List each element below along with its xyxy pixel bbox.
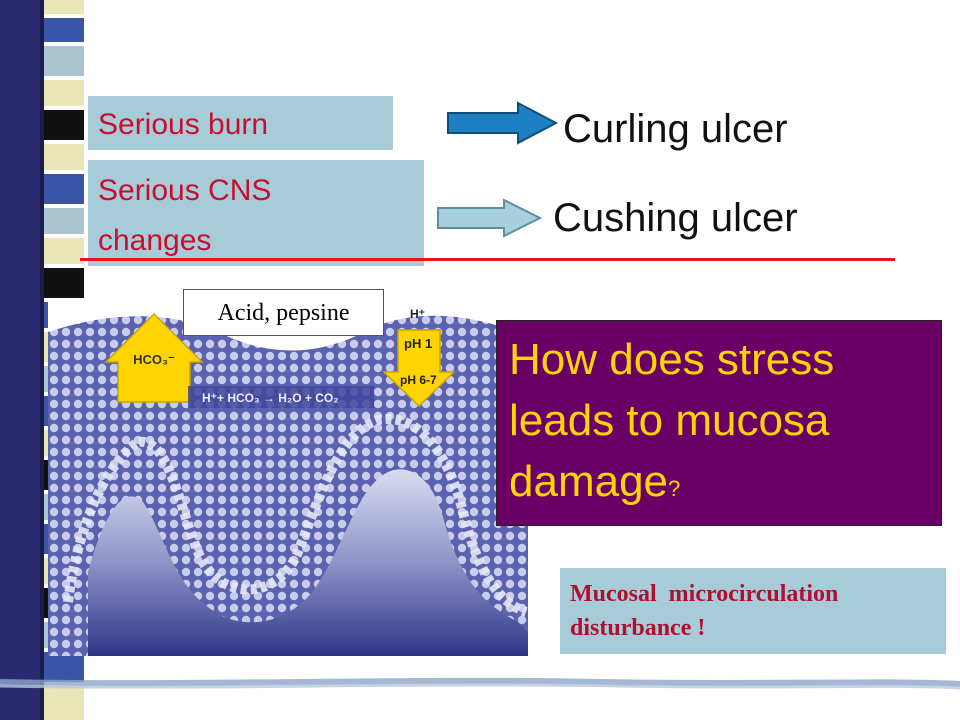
- arrow-right-icon: [437, 198, 543, 238]
- bottom-decorative-line: [0, 677, 960, 690]
- cause-serious-cns-changes: Serious CNS changes: [88, 160, 424, 266]
- ph67-label: pH 6-7: [400, 373, 437, 387]
- mucosa-diagram: HCO₃⁻ H⁺ pH 1 pH 6-7 H⁺+ HCO₃ → H₂O + CO…: [48, 302, 528, 656]
- cause-line-2: changes: [98, 224, 212, 257]
- cushing-ulcer-label: Cushing ulcer: [553, 196, 798, 240]
- answer-box: Mucosal microcirculation disturbance !: [560, 568, 946, 654]
- question-mark: ?: [668, 476, 681, 501]
- cause-serious-burn: Serious burn: [88, 96, 393, 150]
- ph1-label: pH 1: [404, 336, 432, 351]
- acid-pepsine-label: Acid, pepsine: [183, 289, 384, 336]
- h-label: H⁺: [410, 307, 425, 321]
- question-box: How does stress leads to mucosa damage?: [496, 320, 942, 526]
- answer-line-2: disturbance !: [570, 615, 706, 641]
- h-down-arrow: [382, 329, 456, 408]
- hco3-label: HCO₃⁻: [133, 352, 175, 367]
- arrow-right-icon: [447, 101, 559, 145]
- cause-line-1: Serious CNS: [98, 174, 272, 207]
- answer-line-1: Mucosal microcirculation: [570, 581, 839, 607]
- curling-ulcer-label: Curling ulcer: [563, 107, 788, 151]
- red-divider: [80, 258, 895, 261]
- equation-label: H⁺+ HCO₃ → H₂O + CO₂: [202, 391, 339, 405]
- question-text: How does stress leads to mucosa damage: [509, 335, 835, 506]
